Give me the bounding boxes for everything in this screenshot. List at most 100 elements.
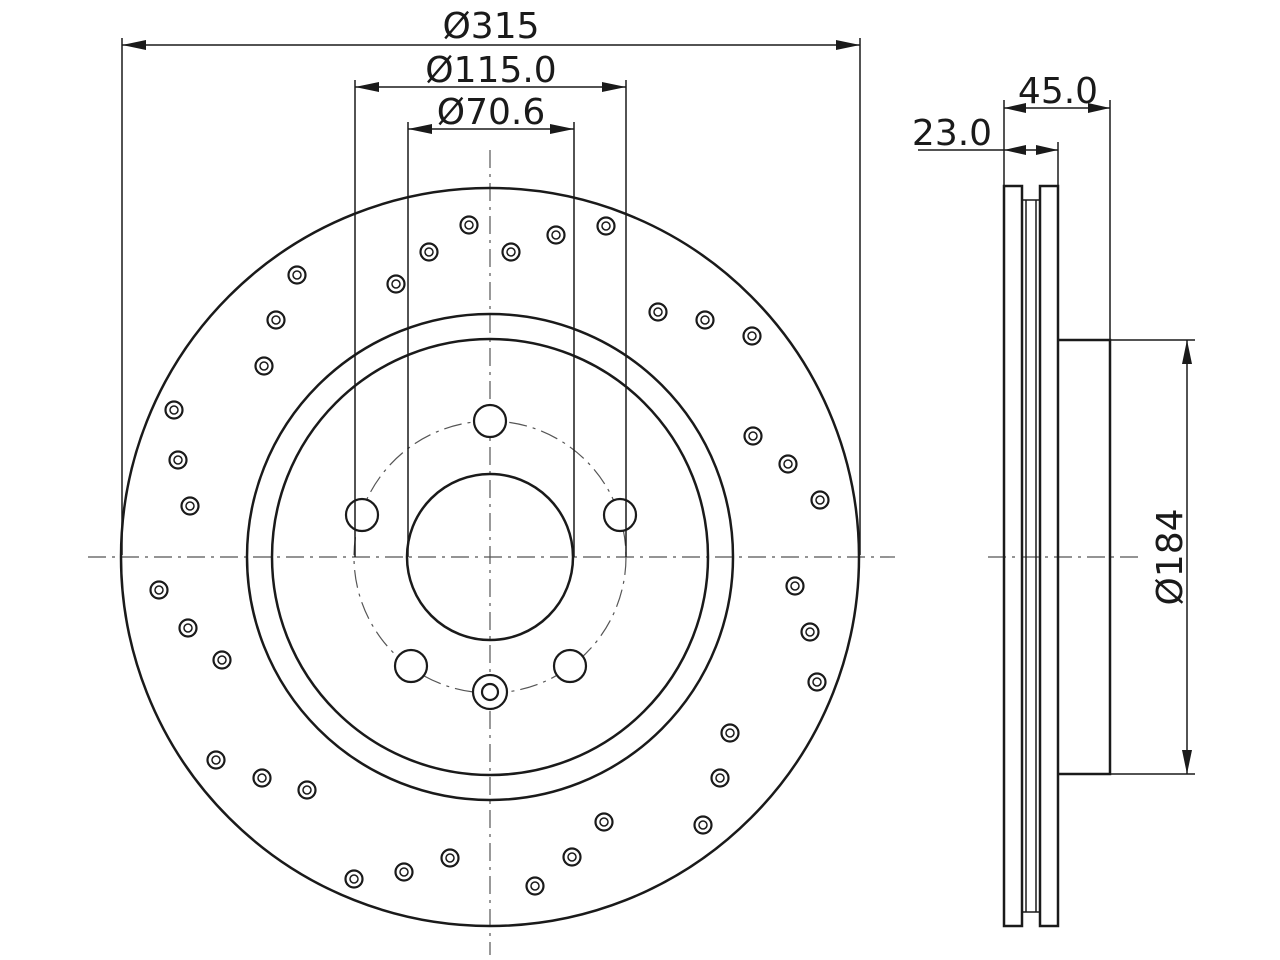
drill-hole-inner xyxy=(349,874,359,884)
drill-hole-inner xyxy=(783,459,793,469)
drill-hole xyxy=(594,812,614,832)
drill-hole-inner xyxy=(812,677,822,687)
drill-hole-inner xyxy=(530,881,540,891)
center-bore-label: Ø70.6 xyxy=(437,92,546,133)
arrow xyxy=(408,124,432,134)
drill-hole xyxy=(562,847,582,867)
drill-hole-inner xyxy=(805,627,815,637)
drill-holes xyxy=(149,215,830,896)
drill-hole xyxy=(743,426,763,446)
friction-ring-inner-edge xyxy=(245,312,735,802)
drill-hole-inner xyxy=(506,247,516,257)
arrow xyxy=(1036,145,1058,155)
total-height-label: 45.0 xyxy=(1018,71,1098,112)
bolt-hole xyxy=(602,497,638,533)
drill-hole xyxy=(394,862,414,882)
bolt-hole xyxy=(552,648,588,684)
drill-hole-inner xyxy=(183,623,193,633)
hat-outer-edge xyxy=(270,337,710,777)
drill-hole xyxy=(546,225,566,245)
bolt-hole xyxy=(472,403,508,439)
drill-hole xyxy=(168,450,188,470)
drill-hole-inner xyxy=(185,501,195,511)
drill-hole-inner xyxy=(169,405,179,415)
drill-hole-inner xyxy=(790,581,800,591)
drill-hole xyxy=(459,215,479,235)
drill-hole-inner xyxy=(217,655,227,665)
drill-hole-inner xyxy=(700,315,710,325)
drill-hole xyxy=(287,265,307,285)
drill-hole xyxy=(778,454,798,474)
drill-hole xyxy=(344,869,364,889)
drill-hole-inner xyxy=(257,773,267,783)
drill-hole-inner xyxy=(725,728,735,738)
arrow xyxy=(355,82,379,92)
arrow xyxy=(1088,103,1110,113)
drill-hole-inner xyxy=(399,867,409,877)
drill-hole xyxy=(710,768,730,788)
drill-hole-inner xyxy=(748,431,758,441)
drill-hole-inner xyxy=(815,495,825,505)
outer-plate xyxy=(1002,184,1024,928)
drill-hole xyxy=(297,780,317,800)
drill-hole xyxy=(212,650,232,670)
drill-hole xyxy=(440,848,460,868)
arrow xyxy=(550,124,574,134)
front-dimensions: Ø315 Ø115.0 Ø70.6 xyxy=(121,6,861,557)
outer-diameter-label: Ø315 xyxy=(442,6,539,47)
arrow xyxy=(1182,340,1192,364)
drill-hole-inner xyxy=(599,817,609,827)
drill-hole xyxy=(693,815,713,835)
drill-hole-inner xyxy=(424,247,434,257)
drill-hole xyxy=(525,876,545,896)
drill-hole xyxy=(810,490,830,510)
drill-hole-inner xyxy=(211,755,221,765)
drill-hole-inner xyxy=(551,230,561,240)
drill-hole-inner xyxy=(259,361,269,371)
hat-diameter-label: Ø184 xyxy=(1150,508,1191,605)
drill-hole-inner xyxy=(747,331,757,341)
drill-hole-inner xyxy=(271,315,281,325)
drill-hole xyxy=(419,242,439,262)
drill-hole xyxy=(164,400,184,420)
arrow xyxy=(836,40,860,50)
locating-hole-inner xyxy=(480,682,500,702)
drill-hole-inner xyxy=(698,820,708,830)
drill-hole xyxy=(180,496,200,516)
drill-hole xyxy=(266,310,286,330)
drill-hole xyxy=(807,672,827,692)
drill-hole xyxy=(149,580,169,600)
drill-hole-inner xyxy=(292,270,302,280)
drill-hole xyxy=(720,723,740,743)
arrow xyxy=(1004,145,1026,155)
side-view: 45.0 23.0 Ø184 xyxy=(912,71,1195,928)
bolt-hole xyxy=(393,648,429,684)
bolt-circle-label: Ø115.0 xyxy=(425,50,556,91)
bolt-hole xyxy=(344,497,380,533)
arrow xyxy=(602,82,626,92)
inner-plate xyxy=(1038,184,1060,928)
drill-hole-inner xyxy=(601,221,611,231)
drill-hole-inner xyxy=(445,853,455,863)
drill-hole xyxy=(800,622,820,642)
drill-hole xyxy=(695,310,715,330)
drill-hole-inner xyxy=(715,773,725,783)
drill-hole xyxy=(206,750,226,770)
drill-hole xyxy=(785,576,805,596)
arrow xyxy=(122,40,146,50)
center-bore xyxy=(405,472,575,642)
drill-hole xyxy=(648,302,668,322)
drill-hole xyxy=(254,356,274,376)
hat-profile xyxy=(1058,338,1112,776)
drill-hole-inner xyxy=(302,785,312,795)
arrow xyxy=(1182,750,1192,774)
drill-hole xyxy=(178,618,198,638)
drill-hole xyxy=(596,216,616,236)
drill-hole-inner xyxy=(464,220,474,230)
drill-hole xyxy=(386,274,406,294)
drill-hole-inner xyxy=(653,307,663,317)
drill-hole xyxy=(742,326,762,346)
drill-hole-inner xyxy=(567,852,577,862)
drill-hole-inner xyxy=(154,585,164,595)
